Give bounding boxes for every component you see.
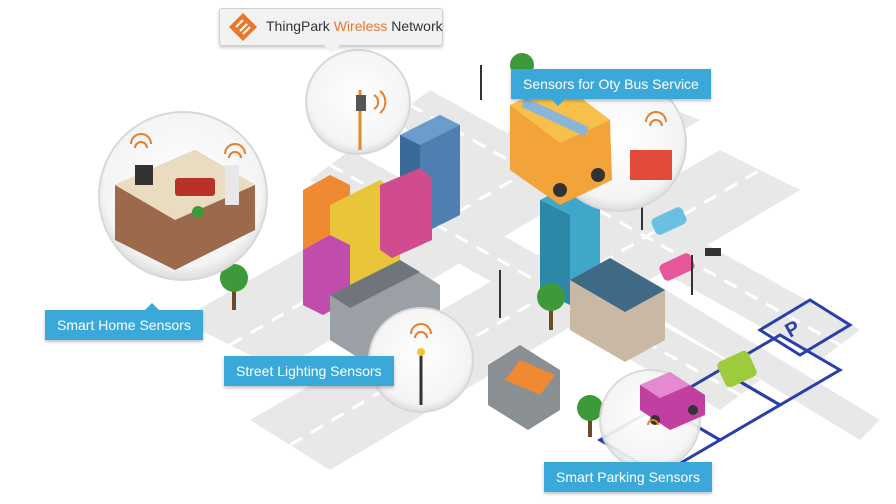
- building-shop: [488, 345, 560, 430]
- bubble-network-antenna: [305, 49, 411, 155]
- car-green: [717, 350, 757, 388]
- callout-smart-home-label: Smart Home Sensors: [57, 317, 191, 333]
- brand-name-prefix: ThingPark: [266, 18, 330, 34]
- car-blue: [651, 207, 687, 235]
- callout-smart-parking: Smart Parking Sensors: [544, 462, 712, 492]
- callout-bus-service-label: Sensors for Oty Bus Service: [523, 76, 699, 92]
- callout-street-lighting: Street Lighting Sensors: [224, 356, 394, 386]
- brand-name-highlight: Wireless: [333, 18, 388, 34]
- brand-name-suffix: Network: [391, 18, 443, 34]
- callout-smart-home: Smart Home Sensors: [45, 303, 203, 340]
- bubble-smart-parking: [599, 369, 705, 471]
- thingpark-brand-badge: ThingPark Wireless Network: [219, 8, 443, 53]
- brand-name: ThingPark Wireless Network: [266, 18, 443, 34]
- building-townhouses: [570, 258, 665, 362]
- callout-pointer: [145, 303, 159, 310]
- bubble-smart-home: [98, 111, 268, 281]
- trees: [220, 53, 603, 437]
- thingpark-diamond-logo-icon: [229, 13, 257, 41]
- callout-bus-service: Sensors for Oty Bus Service: [511, 69, 711, 106]
- traffic-light: [691, 248, 721, 295]
- callout-smart-parking-label: Smart Parking Sensors: [556, 469, 700, 485]
- callout-pointer: [551, 99, 565, 106]
- callout-street-lighting-label: Street Lighting Sensors: [236, 363, 382, 379]
- bubble-bus-service: [510, 74, 687, 212]
- brand-pointer: [324, 45, 340, 53]
- car-pink: [659, 253, 695, 281]
